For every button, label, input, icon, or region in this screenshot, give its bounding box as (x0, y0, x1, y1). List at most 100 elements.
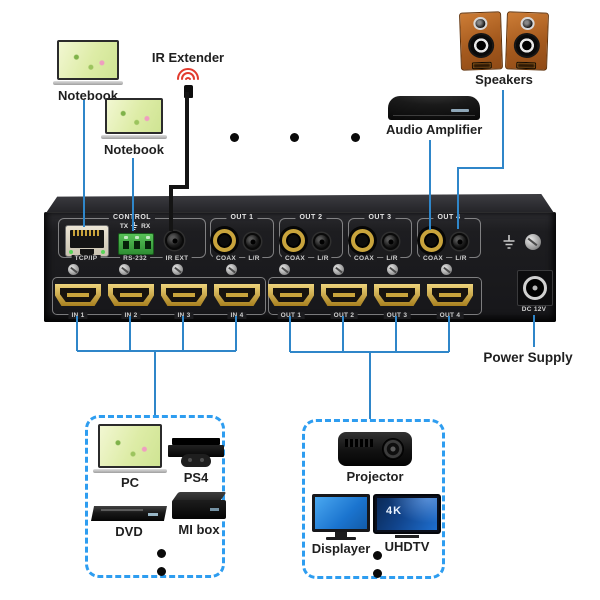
ellipsis-dot (157, 567, 166, 576)
rj45-cavity (70, 230, 104, 248)
speakers-label: Speakers (475, 72, 533, 87)
hdmi-in-3-port (161, 284, 207, 306)
matrix-switcher-rear-panel: CONTROL TX RX TCP/IP RS-232 IR EXT OUT 1 (44, 212, 556, 322)
hdmi-in-2-port (108, 284, 154, 306)
screw-icon (172, 264, 183, 275)
pc-label: PC (120, 475, 140, 490)
ps4-console-icon (168, 445, 224, 457)
audio-out-2-title: OUT 2 (295, 214, 327, 221)
ps4-label: PS4 (183, 470, 209, 485)
hdmi-out-2-port (321, 284, 367, 306)
lr-port (451, 233, 468, 250)
hdmi-in-2-label: IN 2 (121, 312, 141, 319)
audio-out-4-title: OUT 4 (433, 214, 465, 221)
display-devices-box: Projector Displayer 4K UHDTV (302, 419, 445, 579)
coax-port (420, 229, 443, 252)
dvd-device: DVD (90, 506, 168, 539)
notebook-2: Notebook (101, 98, 167, 157)
hdmi-out-3-port (374, 284, 420, 306)
tweeter-icon (473, 16, 488, 31)
lr-label: L/R (314, 255, 332, 262)
audio-out-4-section: OUT 4 COAX L/R (417, 214, 481, 262)
ground-icon (131, 222, 138, 230)
dc-jack-pin (532, 285, 538, 291)
notebook-1-label: Notebook (58, 88, 118, 103)
projector-lens-icon (382, 438, 404, 460)
laptop-base-icon (53, 81, 123, 85)
laptop-base-icon (101, 135, 167, 139)
speaker-right-icon (505, 11, 549, 71)
dc-label: DC 12V (521, 306, 547, 313)
hdmi-in-group: IN 1 IN 2 IN 3 IN 4 (52, 277, 266, 319)
speakers: Speakers (456, 11, 552, 87)
hdmi-out-4-port (427, 284, 473, 306)
ellipsis-dot (373, 551, 382, 560)
coax-port (213, 229, 236, 252)
dvd-label: DVD (115, 524, 143, 539)
lr-port (313, 233, 330, 250)
audio-out-1-section: OUT 1 COAX L/R (210, 214, 274, 262)
hdmi-out-3-label: OUT 3 (383, 312, 411, 319)
coax-port (282, 229, 305, 252)
screw-icon (226, 264, 237, 275)
ps4-device: PS4 (166, 438, 226, 485)
coax-port (351, 229, 374, 252)
hdmi-in-3-label: IN 3 (174, 312, 194, 319)
ps4-console-top-icon (172, 438, 220, 445)
ellipsis-dot (290, 133, 299, 142)
ellipsis-dot (373, 569, 382, 578)
screw-icon (119, 264, 130, 275)
lr-port (244, 233, 261, 250)
pc-device: PC (92, 424, 168, 490)
uhdtv-label: UHDTV (384, 539, 430, 554)
hdmi-in-4-port (214, 284, 260, 306)
notebook-2-label: Notebook (104, 142, 164, 157)
hdmi-out-1-port (268, 284, 314, 306)
tv-screen-icon (377, 498, 437, 530)
woofer-icon (467, 33, 495, 59)
mibox-label: MI box (178, 522, 220, 537)
screw-icon (525, 234, 541, 250)
screw-icon (441, 264, 452, 275)
coax-label: COAX (351, 255, 377, 262)
rs232-rx-label: RX (141, 222, 151, 230)
mibox-device: MI box (170, 492, 228, 537)
hdmi-in-1-port (55, 284, 101, 306)
monitor-base-icon (326, 537, 356, 540)
rs232-pinout: TX RX (120, 222, 150, 230)
rs232-port (118, 233, 154, 255)
projector-device: Projector (335, 432, 415, 484)
hdmi-out-2-label: OUT 2 (330, 312, 358, 319)
displayer-label: Displayer (311, 541, 371, 556)
audio-amplifier-label: Audio Amplifier (386, 122, 483, 137)
woofer-icon (513, 33, 541, 59)
amplifier-icon (388, 96, 480, 120)
tv-icon: 4K (373, 494, 441, 534)
hdmi-out-4-label: OUT 4 (436, 312, 464, 319)
pc-base-icon (93, 469, 167, 473)
speaker-badge-icon (471, 61, 492, 70)
hdmi-in-1-label: IN 1 (68, 312, 88, 319)
uhdtv-device: 4K UHDTV (373, 494, 441, 554)
tcpip-label: TCP/IP (71, 255, 101, 262)
coax-label: COAX (282, 255, 308, 262)
displayer-device: Displayer (311, 494, 371, 556)
notebook-1: Notebook (53, 40, 123, 103)
screw-icon (279, 264, 290, 275)
coax-label: COAX (213, 255, 239, 262)
ir-ext-label: IR EXT (162, 255, 192, 262)
hdmi-out-group: OUT 1 OUT 2 OUT 3 OUT 4 (268, 277, 482, 319)
audio-out-2-section: OUT 2 COAX L/R (279, 214, 343, 262)
projector-icon (338, 432, 412, 466)
audio-out-3-title: OUT 3 (364, 214, 396, 221)
tv-4k-text: 4K (386, 505, 403, 517)
mi-box-icon (172, 500, 226, 519)
projector-label: Projector (346, 469, 404, 484)
ir-ext-port (165, 231, 184, 250)
source-devices-box: PC PS4 DVD MI box (85, 415, 228, 578)
laptop-screen-icon (57, 40, 119, 80)
tweeter-icon (520, 16, 535, 31)
rj45-led-icon (69, 250, 73, 254)
wire-hdmi-out-bus (289, 316, 450, 419)
